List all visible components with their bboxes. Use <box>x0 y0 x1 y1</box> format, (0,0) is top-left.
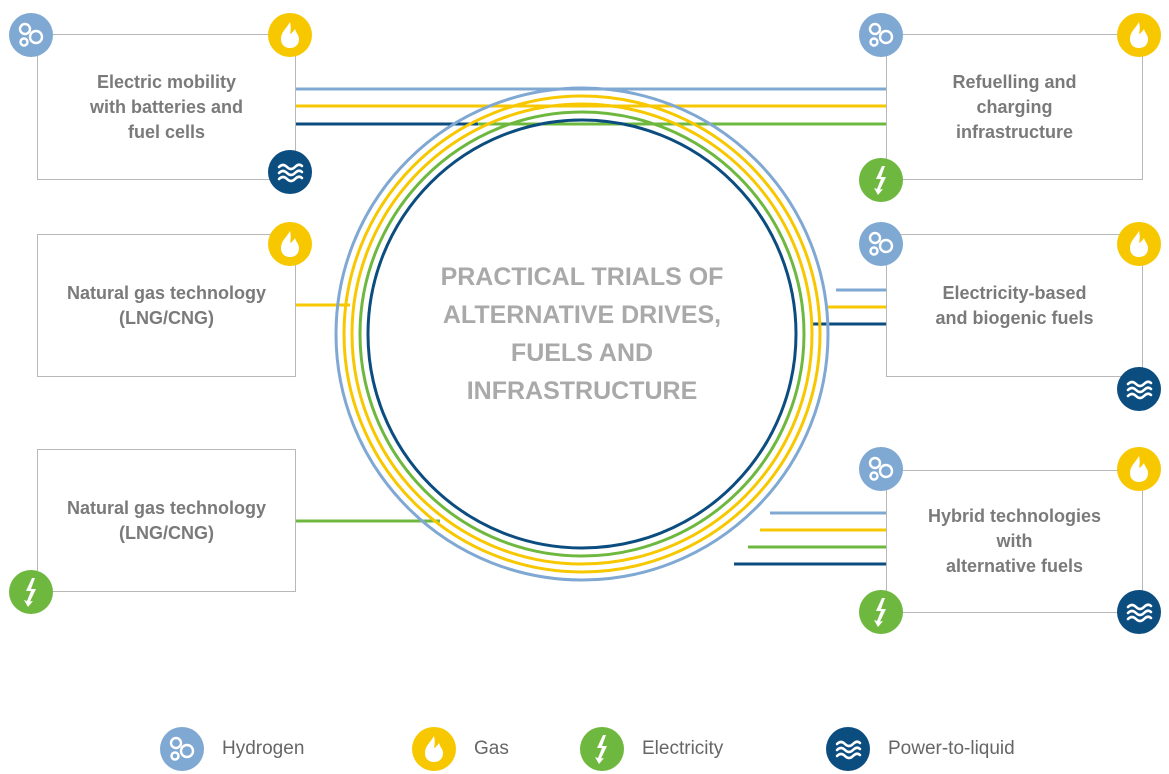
power-to-liquid-icon <box>268 150 312 194</box>
box-natural-gas-2: Natural gas technology (LNG/CNG) <box>37 449 296 592</box>
legend-label: Electricity <box>642 738 724 759</box>
box-electricity-based: Electricity-based and biogenic fuels <box>886 234 1143 377</box>
box-natural-gas-1: Natural gas technology (LNG/CNG) <box>37 234 296 377</box>
box-label: Electricity-based and biogenic fuels <box>935 282 1094 328</box>
legend-label: Gas <box>474 738 509 759</box>
hydrogen-icon <box>859 13 903 57</box>
electricity-icon <box>859 158 903 202</box>
ring-gas <box>342 94 822 574</box>
gas-icon <box>1117 222 1161 266</box>
legend-label: Power-to-liquid <box>888 738 1015 759</box>
box-label: Natural gas technology (LNG/CNG) <box>66 497 267 543</box>
legend-gas: Gas <box>412 727 509 771</box>
power-to-liquid-icon <box>826 727 870 771</box>
hydrogen-icon <box>9 13 53 57</box>
box-refuelling: Refuelling and charging infrastructure <box>886 34 1143 180</box>
gas-icon <box>412 727 456 771</box>
ring-gas-inner <box>350 102 814 566</box>
box-label: Electric mobility with batteries and fue… <box>89 71 244 142</box>
hydrogen-icon <box>859 447 903 491</box>
ring-electricity <box>358 110 806 558</box>
legend-electricity: Electricity <box>580 727 723 771</box>
box-label: Refuelling and charging infrastructure <box>952 71 1077 142</box>
gas-icon <box>1117 447 1161 491</box>
legend-label: Hydrogen <box>222 738 305 759</box>
electricity-icon <box>580 727 624 771</box>
legend-hydrogen: Hydrogen <box>160 727 304 771</box>
gas-icon <box>268 222 312 266</box>
power-to-liquid-icon <box>1117 590 1161 634</box>
gas-icon <box>268 13 312 57</box>
gas-icon <box>1117 13 1161 57</box>
box-hybrid: Hybrid technologies with alternative fue… <box>886 470 1143 613</box>
center-title: PRACTICAL TRIALS OF ALTERNATIVE DRIVES, … <box>440 263 724 405</box>
ring-power-to-liquid <box>366 118 798 550</box>
power-to-liquid-icon <box>1117 367 1161 411</box>
electricity-icon <box>859 590 903 634</box>
box-electric-mobility: Electric mobility with batteries and fue… <box>37 34 296 180</box>
box-label: Hybrid technologies with alternative fue… <box>927 506 1102 576</box>
ring-hydrogen <box>334 86 830 582</box>
hydrogen-icon <box>859 222 903 266</box>
hydrogen-icon <box>160 727 204 771</box>
box-label: Natural gas technology (LNG/CNG) <box>66 282 267 328</box>
legend-power-to-liquid: Power-to-liquid <box>826 727 1015 771</box>
electricity-icon <box>9 570 53 614</box>
